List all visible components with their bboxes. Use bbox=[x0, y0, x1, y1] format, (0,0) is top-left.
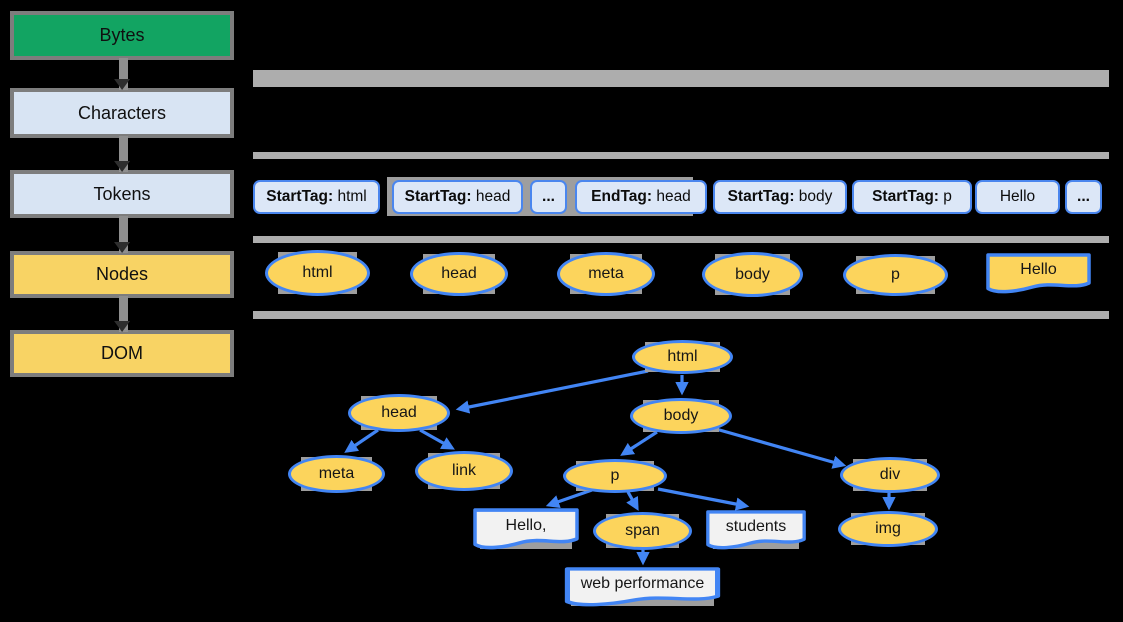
node-label: span bbox=[593, 512, 692, 550]
node-label: link bbox=[415, 451, 513, 491]
token-kind: EndTag: bbox=[591, 188, 653, 205]
flow-connector bbox=[113, 58, 130, 90]
token-hello: Hello bbox=[975, 180, 1060, 214]
dom-tree-node-link: link bbox=[415, 451, 513, 491]
arrow-down-icon bbox=[113, 79, 130, 90]
node-label: p bbox=[563, 459, 667, 493]
flow-connector bbox=[113, 136, 130, 172]
flow-connector bbox=[113, 296, 130, 332]
token-starttag-head: StartTag: head bbox=[392, 180, 523, 214]
node-label: meta bbox=[557, 252, 655, 296]
stage-box-dom: DOM bbox=[10, 330, 234, 377]
nodes-row-ellipse-body: body bbox=[702, 252, 803, 297]
token-value: p bbox=[938, 188, 952, 205]
dom-tree-node-p: p bbox=[563, 459, 667, 493]
token-value: Hello bbox=[999, 188, 1036, 205]
dom-tree-node-span: span bbox=[593, 512, 692, 550]
dom-tree-textnode-hello: Hello, bbox=[472, 507, 580, 550]
nodes-row-ellipse-head: head bbox=[410, 252, 508, 296]
stage-box-characters: Characters bbox=[10, 88, 234, 138]
nodes-row-textnode-hello: Hello bbox=[985, 252, 1092, 294]
dom-tree-node-body: body bbox=[630, 398, 732, 434]
token-kind: StartTag: bbox=[404, 188, 472, 205]
text-node-shape bbox=[986, 253, 1091, 294]
row-divider-bytes bbox=[253, 70, 1109, 87]
node-label: div bbox=[840, 457, 940, 493]
stage-label: Nodes bbox=[95, 264, 149, 284]
token-endtag-head: EndTag: head bbox=[575, 180, 707, 214]
node-label: head bbox=[410, 252, 508, 296]
dom-tree-textnode-students: students bbox=[705, 509, 807, 550]
stage-label: DOM bbox=[101, 343, 143, 363]
dom-tree-textnode-web-performance: web performance bbox=[563, 566, 722, 607]
token-value: head bbox=[652, 188, 691, 205]
token-ellipsis-1: ... bbox=[530, 180, 567, 214]
row-divider-tokens bbox=[253, 236, 1109, 243]
token-kind: ... bbox=[1077, 188, 1090, 205]
arrow-down-icon bbox=[113, 321, 130, 332]
dom-tree-node-meta: meta bbox=[288, 455, 385, 493]
stage-label: Characters bbox=[77, 102, 167, 123]
row-divider-characters bbox=[253, 152, 1109, 159]
nodes-row-ellipse-html: html bbox=[265, 250, 370, 296]
flow-connector bbox=[113, 216, 130, 253]
node-label: p bbox=[843, 254, 948, 296]
node-label: html bbox=[265, 250, 370, 296]
stage-box-nodes: Nodes bbox=[10, 251, 234, 298]
row-divider-nodes bbox=[253, 311, 1109, 319]
stage-box-bytes: Bytes bbox=[10, 11, 234, 60]
node-label: img bbox=[838, 511, 938, 547]
arrow-down-icon bbox=[113, 161, 130, 172]
stage-label: Bytes bbox=[99, 25, 145, 45]
dom-tree-node-head: head bbox=[348, 394, 450, 432]
node-label: html bbox=[632, 340, 733, 374]
token-kind: ... bbox=[542, 188, 555, 205]
token-ellipsis-2: ... bbox=[1065, 180, 1102, 214]
token-starttag-body: StartTag: body bbox=[713, 180, 847, 214]
text-node-shape bbox=[473, 508, 579, 550]
node-label: Hello, bbox=[505, 516, 547, 534]
stage-box-tokens: Tokens bbox=[10, 170, 234, 218]
token-kind: StartTag: bbox=[872, 188, 939, 205]
token-kind: StartTag: bbox=[727, 188, 795, 205]
dom-tree-node-html: html bbox=[632, 340, 733, 374]
node-label: meta bbox=[288, 455, 385, 493]
arrow-down-icon bbox=[113, 242, 130, 253]
nodes-row-ellipse-p: p bbox=[843, 254, 948, 296]
node-label: web performance bbox=[580, 574, 705, 592]
dom-tree-node-img: img bbox=[838, 511, 938, 547]
token-value: head bbox=[471, 188, 511, 205]
token-value: html bbox=[333, 188, 367, 205]
text-node-shape bbox=[564, 567, 721, 607]
token-starttag-p: StartTag: p bbox=[852, 180, 972, 214]
stage-label: Tokens bbox=[93, 183, 151, 204]
node-label: head bbox=[348, 394, 450, 432]
nodes-row-ellipse-meta: meta bbox=[557, 252, 655, 296]
text-node-shape bbox=[706, 510, 806, 550]
dom-tree-node-div: div bbox=[840, 457, 940, 493]
node-label: body bbox=[630, 398, 732, 434]
token-kind: StartTag: bbox=[266, 188, 334, 205]
token-starttag-html: StartTag: html bbox=[253, 180, 380, 214]
node-label: body bbox=[702, 252, 803, 297]
node-label: Hello bbox=[1020, 261, 1057, 278]
node-label: students bbox=[725, 517, 787, 535]
token-value: body bbox=[794, 188, 833, 205]
